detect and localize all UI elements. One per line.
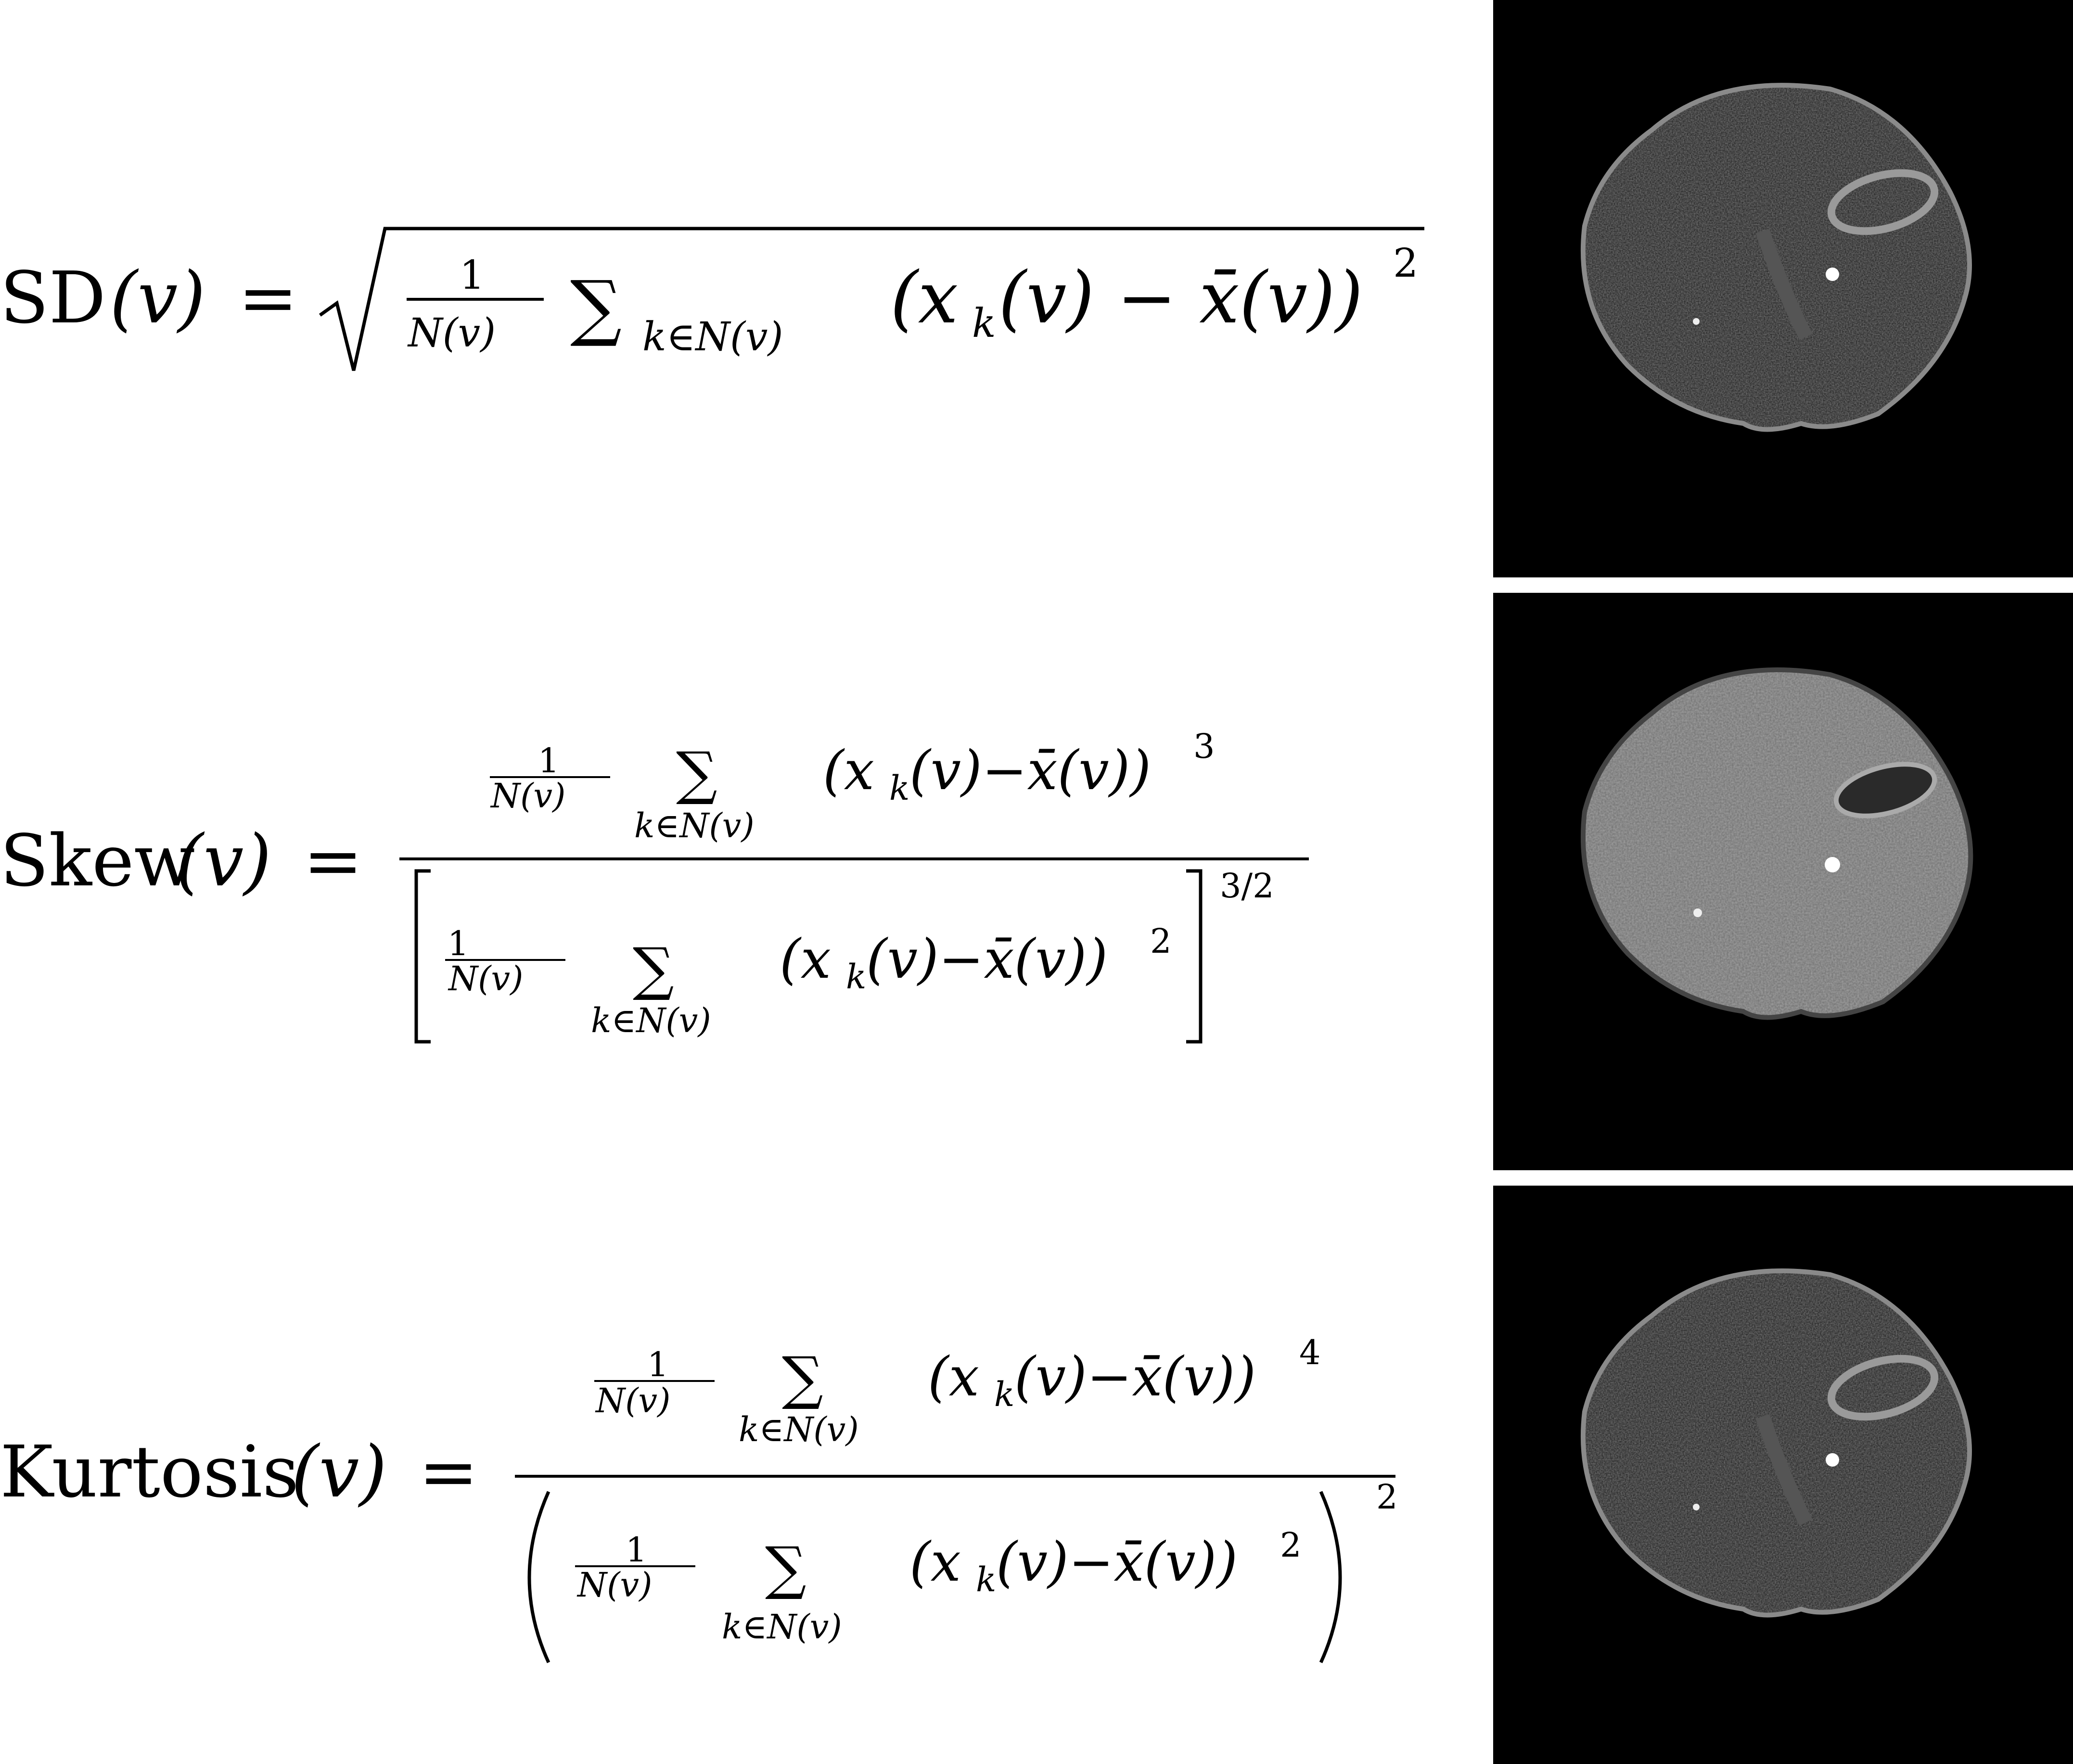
skew-equals: = (303, 819, 363, 902)
sqrt-symbol (319, 227, 1424, 371)
skew-formula: Skew (v) = 1 N(v) ∑ k∈N(v) (x k (v)−x̄(v… (0, 727, 1309, 1044)
sd-one: 1 (460, 253, 485, 298)
skew-den-body-sub: k (846, 957, 866, 997)
sd-body-sub: k (972, 301, 996, 346)
ct-image-skew (1493, 593, 2073, 1170)
sd-body-rest: (v) − x̄(v)) (998, 256, 1363, 339)
kurtosis-den-body-sub: k (976, 1560, 996, 1599)
skew-den-n-of-v: N(v) (448, 959, 523, 998)
skew-right-bracket (1186, 869, 1203, 1044)
kurtosis-num-sum-symbol: ∑ (782, 1345, 823, 1412)
skew-num-body-rest: (v)−x̄(v)) (909, 740, 1151, 802)
sd-sum-symbol: ∑ (570, 266, 622, 349)
ct-image-sd (1493, 0, 2073, 577)
kurtosis-equals: = (419, 1431, 478, 1513)
skew-lhs-name: Skew (0, 819, 195, 902)
skew-den-one: 1 (448, 924, 469, 963)
skew-den-body: (x (780, 928, 831, 991)
kurtosis-lhs-arg: (v) (291, 1431, 387, 1513)
sd-n-of-v: N(v) (407, 310, 496, 356)
kurtosis-den-outer-power: 2 (1376, 1477, 1398, 1517)
sd-sum-sub: k∈N(v) (642, 314, 783, 360)
kurtosis-num-body-sub: k (994, 1375, 1014, 1414)
skew-den-body-rest: (v)−x̄(v)) (866, 928, 1108, 991)
kurtosis-formula: Kurtosis (v) = 1 N(v) ∑ k∈N(v) (x k (v)−… (0, 1333, 1398, 1663)
skew-num-one: 1 (538, 741, 560, 780)
skew-num-body-sub: k (889, 768, 909, 808)
skew-den-sum-sub: k∈N(v) (591, 1001, 711, 1040)
kurtosis-num-n-of-v: N(v) (595, 1381, 670, 1420)
kurtosis-den-inner-power: 2 (1280, 1525, 1302, 1565)
kurtosis-den-body-rest: (v)−x̄(v)) (996, 1531, 1238, 1594)
skew-num-n-of-v: N(v) (490, 776, 565, 816)
ct-image-kurtosis (1493, 1186, 2073, 1764)
skew-den-inner-power: 2 (1150, 921, 1172, 961)
sd-lhs-name: SD (0, 256, 106, 339)
sd-body: (x (890, 256, 958, 339)
kurtosis-num-one: 1 (647, 1345, 669, 1384)
kurtosis-den-n-of-v: N(v) (576, 1565, 652, 1605)
kurtosis-den-sum-sub: k∈N(v) (722, 1607, 842, 1647)
sd-lhs-arg: (v) (110, 256, 205, 339)
skew-left-bracket (414, 869, 431, 1044)
kurtosis-num-body: (x (928, 1346, 979, 1408)
skew-den-sum-symbol: ∑ (633, 936, 674, 1003)
skew-num-sum-symbol: ∑ (676, 740, 717, 807)
kurtosis-lhs-name: Kurtosis (0, 1431, 299, 1513)
skew-num-body: (x (823, 740, 874, 802)
skew-den-outer-power: 3/2 (1220, 866, 1274, 906)
kurtosis-num-sum-sub: k∈N(v) (739, 1410, 859, 1449)
sd-equals: = (238, 256, 298, 339)
kurtosis-den-sum-symbol: ∑ (765, 1535, 806, 1602)
ct-scan-skew-map-icon (1493, 593, 2073, 1170)
kurtosis-den-body: (x (909, 1531, 961, 1594)
formula-area: SD (v) = 1 N(v) ∑ k∈N(v) (x k (v) − x̄(v… (0, 227, 1424, 1663)
kurtosis-right-paren (1319, 1491, 1342, 1663)
kurtosis-num-body-rest: (v)−x̄(v)) (1014, 1346, 1256, 1408)
skew-lhs-arg: (v) (176, 819, 271, 902)
sd-formula: SD (v) = 1 N(v) ∑ k∈N(v) (x k (v) − x̄(v… (0, 227, 1424, 371)
skew-num-power: 3 (1193, 727, 1215, 766)
ct-scan-kurtosis-map-icon (1493, 1186, 2073, 1763)
kurtosis-num-power: 4 (1299, 1333, 1321, 1372)
sd-power: 2 (1393, 241, 1418, 286)
ct-scan-sd-map-icon (1493, 0, 2073, 577)
kurtosis-den-one: 1 (626, 1530, 647, 1570)
skew-num-sum-sub: k∈N(v) (634, 806, 755, 845)
kurtosis-left-paren (527, 1491, 550, 1663)
